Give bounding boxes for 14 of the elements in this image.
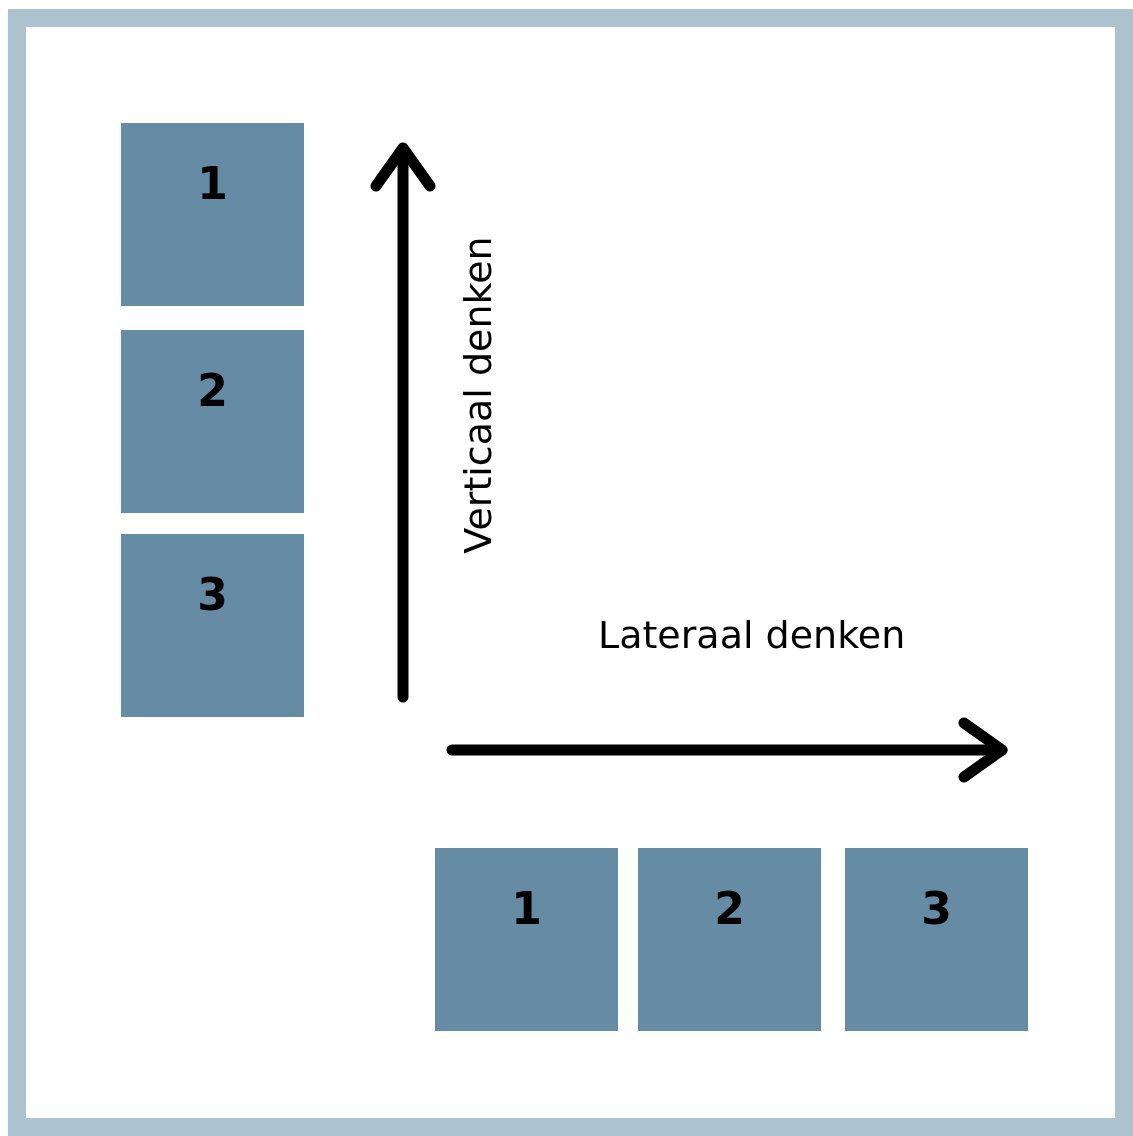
axis-label: Lateraal denken [598, 613, 906, 657]
step-box [121, 534, 304, 717]
step-box [845, 848, 1028, 1031]
step-number: 2 [713, 884, 746, 934]
step-box [638, 848, 821, 1031]
step-box [435, 848, 618, 1031]
axis-label: Verticaal denken [456, 236, 500, 554]
step-number: 1 [196, 159, 229, 209]
step-box [121, 123, 304, 306]
step-number: 2 [196, 366, 229, 416]
step-number: 1 [510, 884, 543, 934]
step-number: 3 [920, 884, 953, 934]
step-box [121, 330, 304, 513]
step-number: 3 [196, 570, 229, 620]
